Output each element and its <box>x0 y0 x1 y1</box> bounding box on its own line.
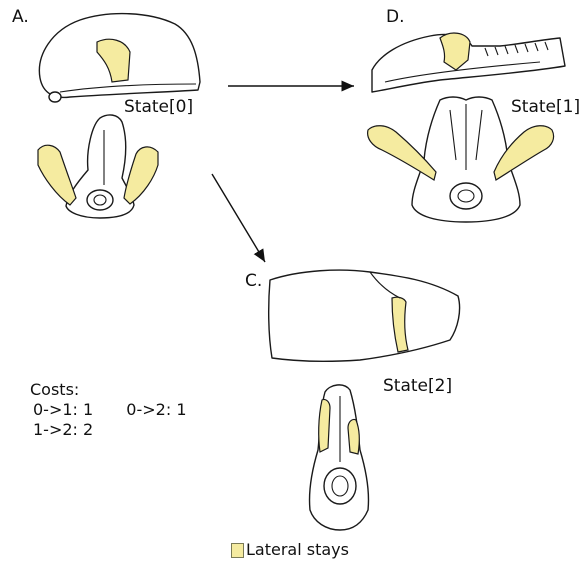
panel-label-a: A. <box>12 9 29 26</box>
cost-1-2: 1->2: 2 <box>33 420 93 439</box>
legend-label: Lateral stays <box>246 542 349 558</box>
costs-row-1: 0->1: 1 0->2: 1 <box>30 400 187 420</box>
costs-block: Costs: 0->1: 1 0->2: 1 1->2: 2 <box>30 380 187 440</box>
legend: Lateral stays <box>231 542 349 558</box>
lateral-stay-a-left <box>38 145 76 205</box>
state-label-c: State[2] <box>383 378 452 395</box>
panel-label-c: C. <box>245 273 262 290</box>
lateral-stay-c-left <box>319 399 330 452</box>
arrow-a-to-c <box>212 174 265 262</box>
legend-swatch <box>231 543 244 558</box>
skull-d-lateral <box>372 33 565 92</box>
costs-title: Costs: <box>30 380 187 400</box>
lateral-stay-a-right <box>124 147 158 204</box>
lateral-stay-c-right <box>348 419 359 454</box>
costs-row-2: 1->2: 2 <box>30 420 187 440</box>
cost-0-2: 0->2: 1 <box>126 400 186 419</box>
skull-c-ventral <box>309 385 368 530</box>
skull-a-lateral <box>39 14 200 102</box>
panel-label-d: D. <box>386 9 405 26</box>
cost-0-1: 0->1: 1 <box>33 400 93 419</box>
skull-c-lateral <box>269 270 460 361</box>
state-label-d: State[1] <box>511 99 580 116</box>
state-label-a: State[0] <box>124 99 193 116</box>
skull-a-ventral <box>38 115 158 218</box>
